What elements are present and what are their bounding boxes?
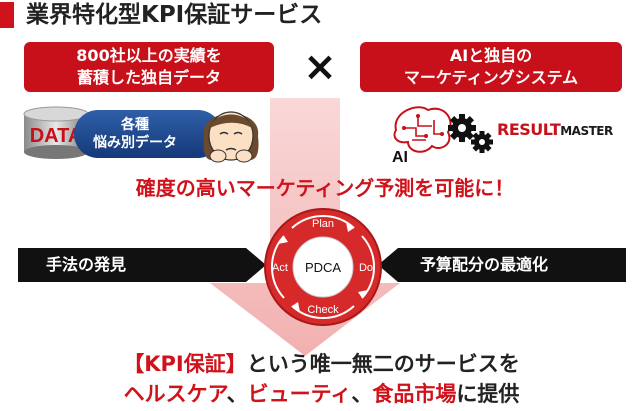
market-healthcare: ヘルスケア — [123, 382, 227, 406]
separator-1: 、 — [226, 382, 248, 406]
pdca-cycle-diagram: PDCA Plan Do Check Act — [264, 208, 382, 326]
feature-box-ai: AIと独自の マーケティングシステム — [360, 42, 622, 92]
ai-brain-icon: AI — [392, 106, 452, 164]
summary-line-1-rest: という唯一無二のサービスを — [246, 352, 520, 376]
result-master-logo: RESULTMASTER — [497, 120, 613, 139]
headline-banner: 確度の高いマーケティング予測を可能に！ — [135, 176, 515, 200]
concerns-data-oval: 各種 悩み別データ — [74, 110, 222, 158]
kpi-guarantee-label: 【KPI保証】 — [123, 352, 247, 376]
cross-symbol: × — [303, 44, 337, 90]
page-title: 業界特化型KPI保証サービス — [26, 2, 323, 28]
market-food: 食品市場 — [372, 382, 457, 406]
summary-line-2-rest: に提供 — [456, 382, 520, 406]
market-beauty: ビューティ — [247, 382, 352, 406]
feature-box-ai-line2: マーケティングシステム — [403, 68, 579, 87]
feature-box-data-line2: 蓄積した独自データ — [76, 68, 221, 87]
summary-line-2: ヘルスケア、ビューティ、食品市場に提供 — [0, 378, 643, 408]
pdca-center-label: PDCA — [305, 260, 341, 275]
feature-box-ai-line1: AIと独自の — [449, 46, 533, 65]
right-arrow-bar — [378, 248, 626, 282]
gears-icon — [448, 114, 493, 153]
logo-master: MASTER — [560, 124, 613, 138]
title-accent-bar — [0, 2, 14, 28]
left-bar-label: 手法の発見 — [46, 255, 127, 274]
data-label: DATA — [30, 125, 83, 147]
ai-label: AI — [392, 149, 408, 164]
left-arrow-bar — [18, 248, 266, 282]
feature-box-data-line1: 800社以上の実績を — [76, 46, 222, 65]
pdca-plan-label: Plan — [312, 218, 334, 230]
summary-line-1: 【KPI保証】という唯一無二のサービスを — [0, 348, 643, 378]
feature-box-data: 800社以上の実績を 蓄積した独自データ — [24, 42, 274, 92]
oval-line2: 悩み別データ — [93, 135, 177, 151]
logo-result: RESULT — [497, 120, 561, 139]
pdca-do-label: Do — [359, 262, 373, 274]
pdca-act-label: Act — [272, 262, 288, 274]
right-bar-label: 予算配分の最適化 — [420, 255, 549, 274]
worried-woman-icon — [203, 111, 259, 163]
separator-2: 、 — [351, 382, 373, 406]
pdca-check-label: Check — [307, 304, 339, 316]
oval-line1: 各種 — [121, 117, 149, 133]
